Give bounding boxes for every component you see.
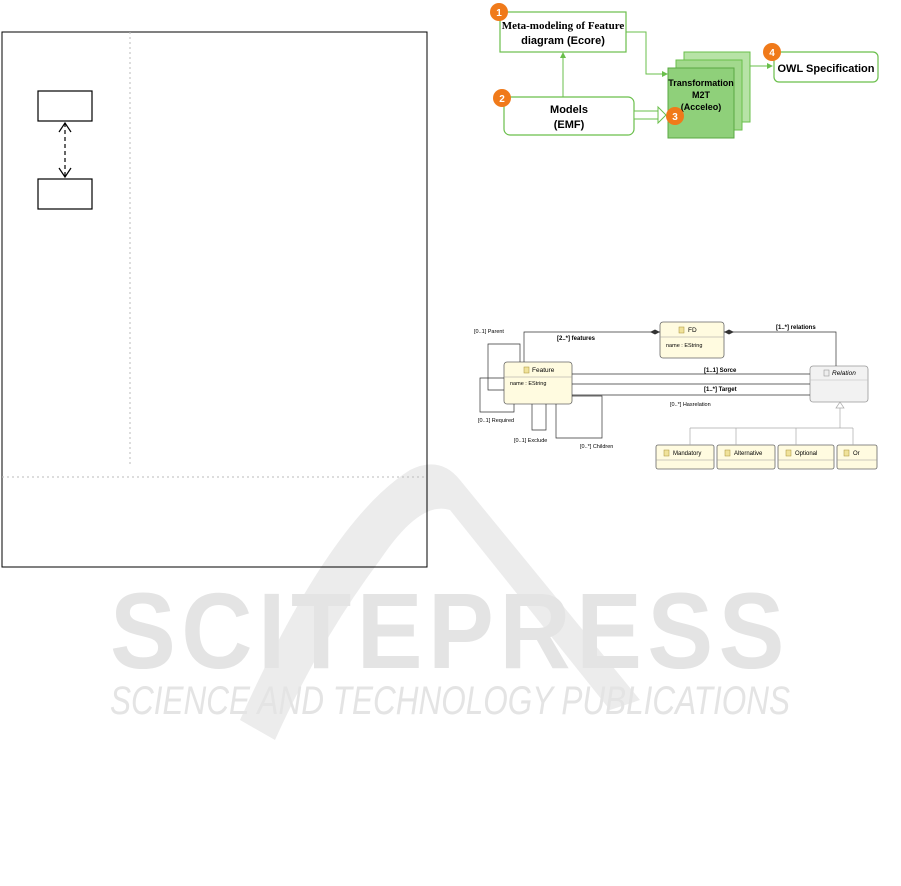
or-class-icon [843, 449, 850, 457]
badge-2-label: 2 [499, 94, 505, 105]
watermark-logo-swoosh [240, 464, 640, 740]
or-class [836, 444, 878, 470]
arrowhead-down [58, 167, 72, 179]
mandatory-class-name: Mandatory [673, 451, 701, 457]
owl-label: OWL Specification [778, 63, 875, 75]
hasrelation-label: [0..*] Hasrelation [670, 402, 711, 408]
watermark-title: SCITEPRESS [110, 570, 790, 691]
fd-class-name: FD [688, 327, 697, 334]
relation-class-name: Relation [832, 370, 856, 377]
models-to-transform-arrow-body [633, 110, 659, 120]
optional-class-icon [785, 449, 792, 457]
transform-to-owl-arrowhead [767, 63, 773, 69]
mandatory-class [655, 444, 715, 470]
watermark-subtitle: SCIENCE AND TECHNOLOGY PUBLICATIONS [110, 679, 790, 723]
children-label: [0..*] Children [580, 444, 613, 450]
features-assoc [523, 331, 660, 362]
fd-class-attr: name : EString [666, 343, 702, 349]
transform-line2: M2T [692, 90, 711, 100]
left-figure [1, 31, 428, 568]
models-line1: Models [550, 104, 588, 116]
feature-class-name: Feature [532, 367, 555, 374]
required-assoc [479, 377, 515, 413]
mandatory-class-icon [663, 449, 670, 457]
metamodel-line1: Meta-modeling of Feature [502, 20, 625, 32]
conforms-arrowhead [560, 52, 566, 58]
relations-diamond [724, 329, 734, 335]
class-diagram: FD name : EString Feature name : EString… [474, 321, 878, 470]
optional-class [777, 444, 835, 470]
feature-class-attr: name : EString [510, 381, 546, 387]
parent-assoc [487, 343, 521, 391]
transform-line1: Transformation [668, 78, 734, 88]
models-to-transform-arrowhead [657, 105, 667, 125]
alternative-class-icon [724, 449, 731, 457]
metamodel-line2: diagram (Ecore) [521, 35, 605, 47]
transform-line3: (Acceleo) [681, 102, 722, 112]
children-assoc [555, 395, 603, 439]
badge-2 [493, 89, 511, 107]
metamodel-to-transform-arrowhead [662, 71, 668, 77]
left-figure-frame [1, 31, 428, 568]
metamodel-to-transform-arrow [626, 31, 664, 75]
relation-class-icon [823, 369, 830, 377]
parent-label: [0..1] Parent [474, 329, 504, 335]
or-class-name: Or [853, 451, 860, 457]
feature-class-icon [523, 366, 530, 374]
badge-1 [490, 3, 508, 21]
process-diagram: Meta-modeling of Feature diagram (Ecore)… [490, 3, 879, 139]
features-diamond [650, 329, 660, 335]
badge-1-label: 1 [496, 8, 502, 19]
required-label: [0..1] Required [478, 418, 514, 424]
owl-box [773, 51, 879, 83]
transform-box [667, 67, 735, 139]
relations-label: [1..*] relations [776, 325, 816, 331]
features-label: [2..*] features [557, 336, 596, 342]
badge-4 [763, 43, 781, 61]
fd-class [659, 321, 725, 359]
feature-class [503, 361, 573, 405]
badge-3-label: 3 [672, 112, 678, 123]
arrowhead-up [58, 121, 72, 133]
models-line2: (EMF) [554, 119, 585, 131]
badge-3 [666, 107, 684, 125]
top-box [37, 90, 93, 122]
badge-4-label: 4 [769, 48, 775, 59]
bottom-box [37, 178, 93, 210]
relations-assoc [724, 331, 837, 366]
exclude-label: [0..1] Exclude [514, 438, 547, 444]
sorce-label: [1..1] Sorce [704, 368, 737, 374]
target-label: [1..*] Target [704, 387, 737, 393]
alternative-class-name: Alternative [734, 451, 763, 457]
inheritance-triangle [835, 401, 845, 409]
metamodel-box [499, 11, 627, 53]
alternative-class [716, 444, 776, 470]
optional-class-name: Optional [795, 451, 817, 457]
fd-class-icon [678, 326, 685, 334]
exclude-assoc [531, 404, 547, 431]
